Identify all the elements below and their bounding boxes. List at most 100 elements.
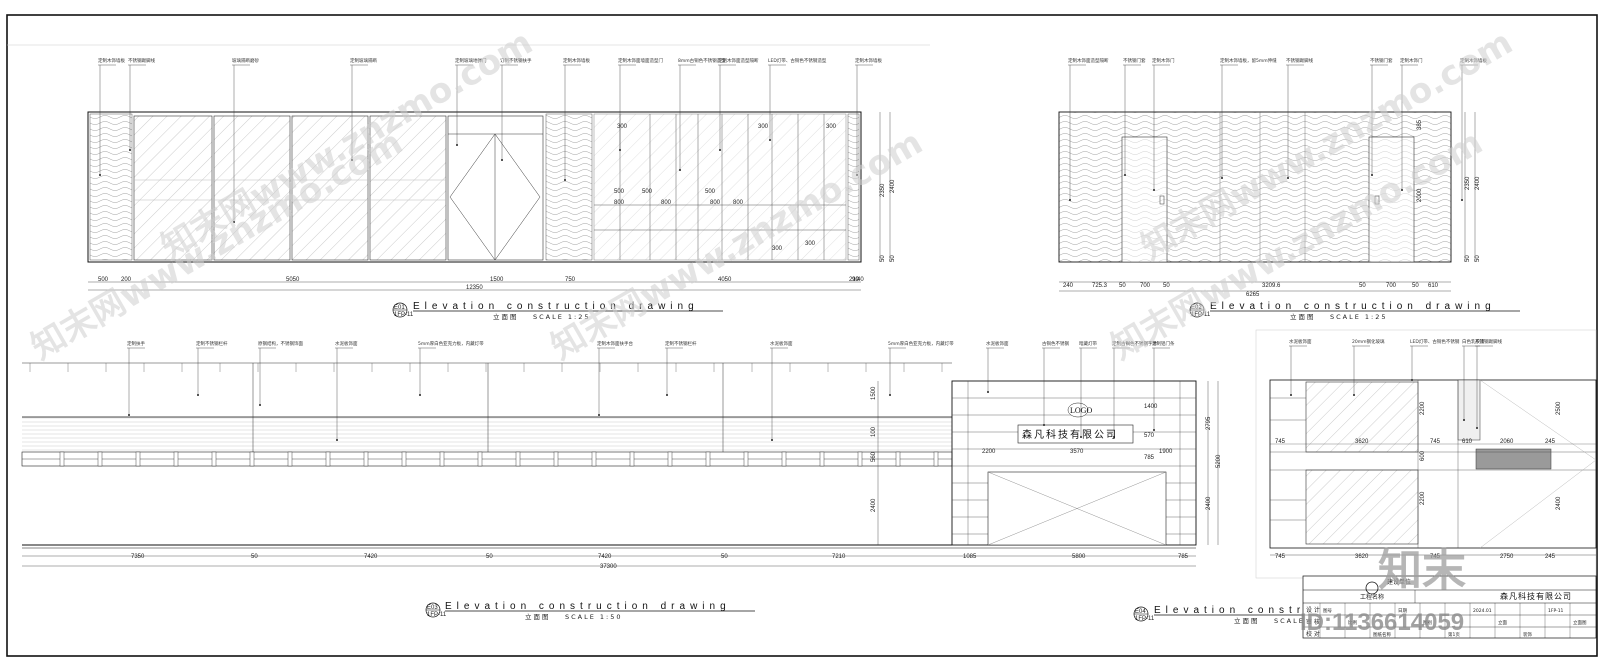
dimension-value: 725.3 <box>1092 283 1108 289</box>
leader-dot <box>564 179 566 181</box>
paver-joint <box>211 451 217 467</box>
company-sign: 森凡科技有限公司 <box>1022 428 1118 441</box>
paver-joint <box>135 451 141 467</box>
dimension-value: 785 <box>1144 455 1155 461</box>
paver-joint <box>97 451 103 467</box>
dimension-total: 37300 <box>600 564 617 570</box>
dimension-value: 7420 <box>598 554 612 560</box>
dimension-value: 50 <box>880 255 886 262</box>
dimension-value: 750 <box>565 277 576 283</box>
leader-label: 订制不锈钢扶手 <box>500 57 532 64</box>
dimension-value: 800 <box>614 200 625 206</box>
leader-label: 水泥板饰面 <box>770 340 793 347</box>
leader-label: 20mm钢化玻璃 <box>1352 338 1385 345</box>
project-label: 工程名称 <box>1360 593 1384 601</box>
dimension-value: 100 <box>871 426 877 437</box>
leader-label: 定制木饰墙板 <box>98 57 125 64</box>
title-block <box>1302 575 1597 639</box>
leader-dot <box>336 439 338 441</box>
title-block-cell: 立面图 <box>1573 619 1587 626</box>
project-name: 森凡科技有限公司 <box>1500 591 1572 601</box>
dimension-value: 1500 <box>871 386 877 400</box>
paver-joint <box>591 451 597 467</box>
dimension-value: 2400 <box>890 179 896 193</box>
drawing-code: E01 <box>394 305 405 311</box>
leader-label: 不锈钢门套 <box>1370 57 1393 64</box>
dimension-value: 745 <box>1430 554 1441 560</box>
dimension-value: 700 <box>1140 283 1151 289</box>
elevation-1 <box>87 111 891 291</box>
dimension-value: 50 <box>1119 283 1126 289</box>
dimension-value: 610 <box>1462 439 1473 445</box>
leader-dot <box>666 394 668 396</box>
drawing-code: E03 <box>427 605 438 611</box>
dimension-value: 800 <box>733 200 744 206</box>
dimension-value: 7210 <box>832 554 846 560</box>
paver-joint <box>249 451 255 467</box>
title-block-cell: 第1页 <box>1448 631 1460 638</box>
paver-joint <box>705 451 711 467</box>
dimension-total: 12350 <box>466 285 483 291</box>
title-block-cell: 图号 <box>1323 608 1332 614</box>
title-block-cell: 日期 <box>1398 608 1407 614</box>
dimension-value: 500 <box>642 189 653 195</box>
dimension-value: 2795 <box>1206 416 1212 430</box>
dimension-value: 7420 <box>364 554 378 560</box>
leader-label: 8mm古铜色不锈钢造型 <box>678 57 726 64</box>
leader-dot <box>719 149 721 151</box>
paver-joint <box>629 451 635 467</box>
drawing-scale: SCALE 1:25 <box>533 313 591 321</box>
dimension-value: 700 <box>1386 283 1397 289</box>
dimension-value: 1500 <box>490 277 504 283</box>
leader-label: 定制铝门条 <box>1152 340 1175 347</box>
title-block-cell: 2024.01 <box>1473 608 1492 614</box>
drawing-scale: SCALE <box>1274 617 1305 625</box>
dimension-value: 745 <box>1275 554 1286 560</box>
dimension-value: 50 <box>1163 283 1170 289</box>
elevation-4 <box>1255 329 1597 579</box>
title-block-cell: 图别 <box>1423 619 1432 626</box>
leader-dot <box>1401 189 1403 191</box>
dimension-value: 500 <box>705 189 716 195</box>
dimension-value: 210 <box>849 277 860 283</box>
dimension-value: 300 <box>772 246 783 252</box>
dimension-value: 500 <box>98 277 109 283</box>
dimension-value: 800 <box>661 200 672 206</box>
dimension-value: 745 <box>1430 439 1441 445</box>
leader-dot <box>619 149 621 151</box>
title-block-row: 设 计 <box>1306 606 1320 614</box>
sheet-reference: 1FP-11 <box>1191 312 1211 318</box>
leader-dot <box>129 149 131 151</box>
dimension-value: 50 <box>486 554 493 560</box>
title-block-cell: 1FP-11 <box>1548 608 1564 614</box>
leader-label: 定制木饰墙板 <box>855 57 882 64</box>
leader-dot <box>501 159 503 161</box>
leader-dot <box>889 394 891 396</box>
dimension-value: 2000 <box>1417 188 1423 202</box>
leader-label: 玻璃隔断磨砂 <box>232 57 259 64</box>
leader-label: 定制木饰门 <box>1152 57 1175 64</box>
dimension-value: 245 <box>1545 439 1556 445</box>
leader-label: 定制木饰面扶手台 <box>597 340 633 347</box>
dimension-value: 2500 <box>1556 401 1562 415</box>
paver-joint <box>477 451 483 467</box>
paver-joint <box>743 451 749 467</box>
leader-dot <box>99 174 101 176</box>
leader-label: LED灯带、古铜色不锈钢造型 <box>768 57 827 64</box>
title-block-cell: 比例 <box>1348 619 1357 626</box>
leader-label: 定制玻璃地弹门 <box>455 57 487 64</box>
dimension-value: 5200 <box>1216 454 1222 468</box>
leader-label: 不锈钢踢脚线 <box>128 57 155 64</box>
leader-dot <box>1411 379 1413 381</box>
leader-dot <box>1371 174 1373 176</box>
leader-label: 水泥板饰面 <box>986 340 1009 347</box>
elevation-3 <box>21 362 1219 567</box>
elevation-3-leaders <box>127 347 1170 441</box>
dimension-value: 600 <box>1420 450 1426 461</box>
dimension-value: 2200 <box>1420 401 1426 415</box>
drawing-subtitle: 立面图 <box>1290 312 1316 321</box>
dimension-value: 40 <box>857 277 864 283</box>
leader-label: 定制木饰面墙面造型门 <box>618 57 663 64</box>
dimension-value: 2350 <box>880 183 886 197</box>
leader-label: 定制古铜色不锈钢字体 <box>1112 340 1157 347</box>
